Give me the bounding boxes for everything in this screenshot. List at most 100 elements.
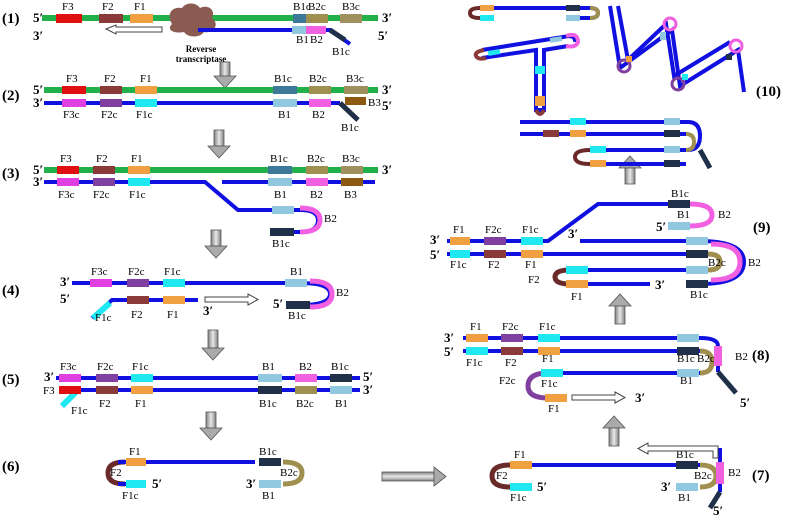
region-label: B1c [259,398,277,410]
region-B1 [330,386,352,394]
end-label: 5′ [33,10,43,25]
region-B1c [286,301,310,309]
loop-B2c [707,251,723,273]
tail [707,490,723,510]
region-F1 [135,86,157,94]
region-F2 [100,86,122,94]
region-F2 [99,14,123,23]
region-label: B1c [671,188,689,200]
region-label: B1c [676,449,694,461]
end-label: 3′ [382,82,392,97]
region-label: F1 [135,398,147,410]
region-F1 [130,14,153,23]
end-label: 3′ [363,382,373,397]
region-F1c [131,374,153,382]
down-arrow-icon [207,129,231,159]
loop-B2 [710,241,743,283]
region-label: F1 [571,291,583,303]
up-arrow-icon [608,293,632,325]
region-label: F2c [499,375,516,387]
dna-strand [699,336,720,372]
region-F1c [682,74,688,80]
region-label: F2 [102,1,114,13]
region-B1 [549,36,563,43]
region-F2c [127,279,149,287]
region-label: B1c [259,446,277,458]
region-F1c [126,480,146,488]
region-label: B2c [697,353,715,365]
end-label: 5′ [430,247,440,262]
end-label: 5′ [363,369,373,384]
end-label: 3′ [203,303,213,318]
tail [91,300,112,321]
region-label: B3 [368,97,381,109]
region-label: F3 [62,1,74,13]
region-label: B2c [309,73,327,85]
region-F1c [590,146,606,153]
region-B2c [309,86,331,94]
loop-B2 [689,201,715,229]
end-label: 3′ [661,479,671,494]
region-B1c [686,250,708,258]
region-F1c [521,237,543,245]
region-B1c [677,347,699,355]
end-label: 3′ [444,330,454,345]
end-label: 5′ [152,476,162,491]
tail [328,27,347,43]
region-B1c [270,228,294,236]
region-label: F1 [548,403,560,415]
end-label: 3′ [33,174,43,189]
region-F2c [93,178,115,186]
region-label: F2 [96,153,108,165]
region-label: F2 [505,357,517,369]
region-F1 [126,458,146,466]
region-F1 [570,130,586,137]
loop-F2c [525,370,549,401]
loop-F2 [467,6,481,20]
region-F1 [128,166,150,174]
region-label: B3c [346,73,364,85]
end-label: 5′ [740,395,750,410]
loop-B2 [728,38,744,54]
end-label: 5′ [60,291,70,306]
region-label: F3 [60,153,72,165]
region-label: B2 [728,467,741,479]
region-F3c [59,374,81,382]
region-B1 [676,483,698,491]
region-label: F3c [60,361,77,373]
region-F1c [480,15,494,21]
tail [697,148,713,170]
region-F1c [135,99,157,107]
end-label: 3′ [60,274,70,289]
region-label: B1c [331,361,349,373]
region-label: B1 [680,375,693,387]
region-F2c [484,237,506,245]
region-label: B1 [274,189,287,201]
end-label: 3′ [246,476,256,491]
region-label: B1c [272,238,290,250]
region-label: F2c [97,361,114,373]
region-F1c [510,483,532,491]
tail [338,101,360,122]
region-F1 [131,386,153,394]
region-label: F1 [129,446,141,458]
dna-strand [616,5,732,80]
region-label: F1c [164,266,181,278]
region-label: B2 [310,34,323,46]
region-label: F3c [58,189,75,201]
region-label: F2c [93,189,110,201]
region-label: F3 [66,73,78,85]
region-label: B2 [310,189,323,201]
loop-B2c [282,459,305,487]
region-B2c [306,14,328,23]
region-B1 [566,15,580,21]
region-label: F2 [528,274,540,286]
region-B1c [664,130,680,137]
end-label: 3′ [382,162,392,177]
step-9: (9) 3′ 5′ B2 B2c 3′ F1 F1c F2c F2 F1c F1… [430,188,771,303]
region-F1 [510,461,532,469]
region-label: B1c [332,46,350,58]
region-B3c [341,166,363,174]
end-label: 3′ [33,28,43,43]
region-F3c [62,99,86,107]
